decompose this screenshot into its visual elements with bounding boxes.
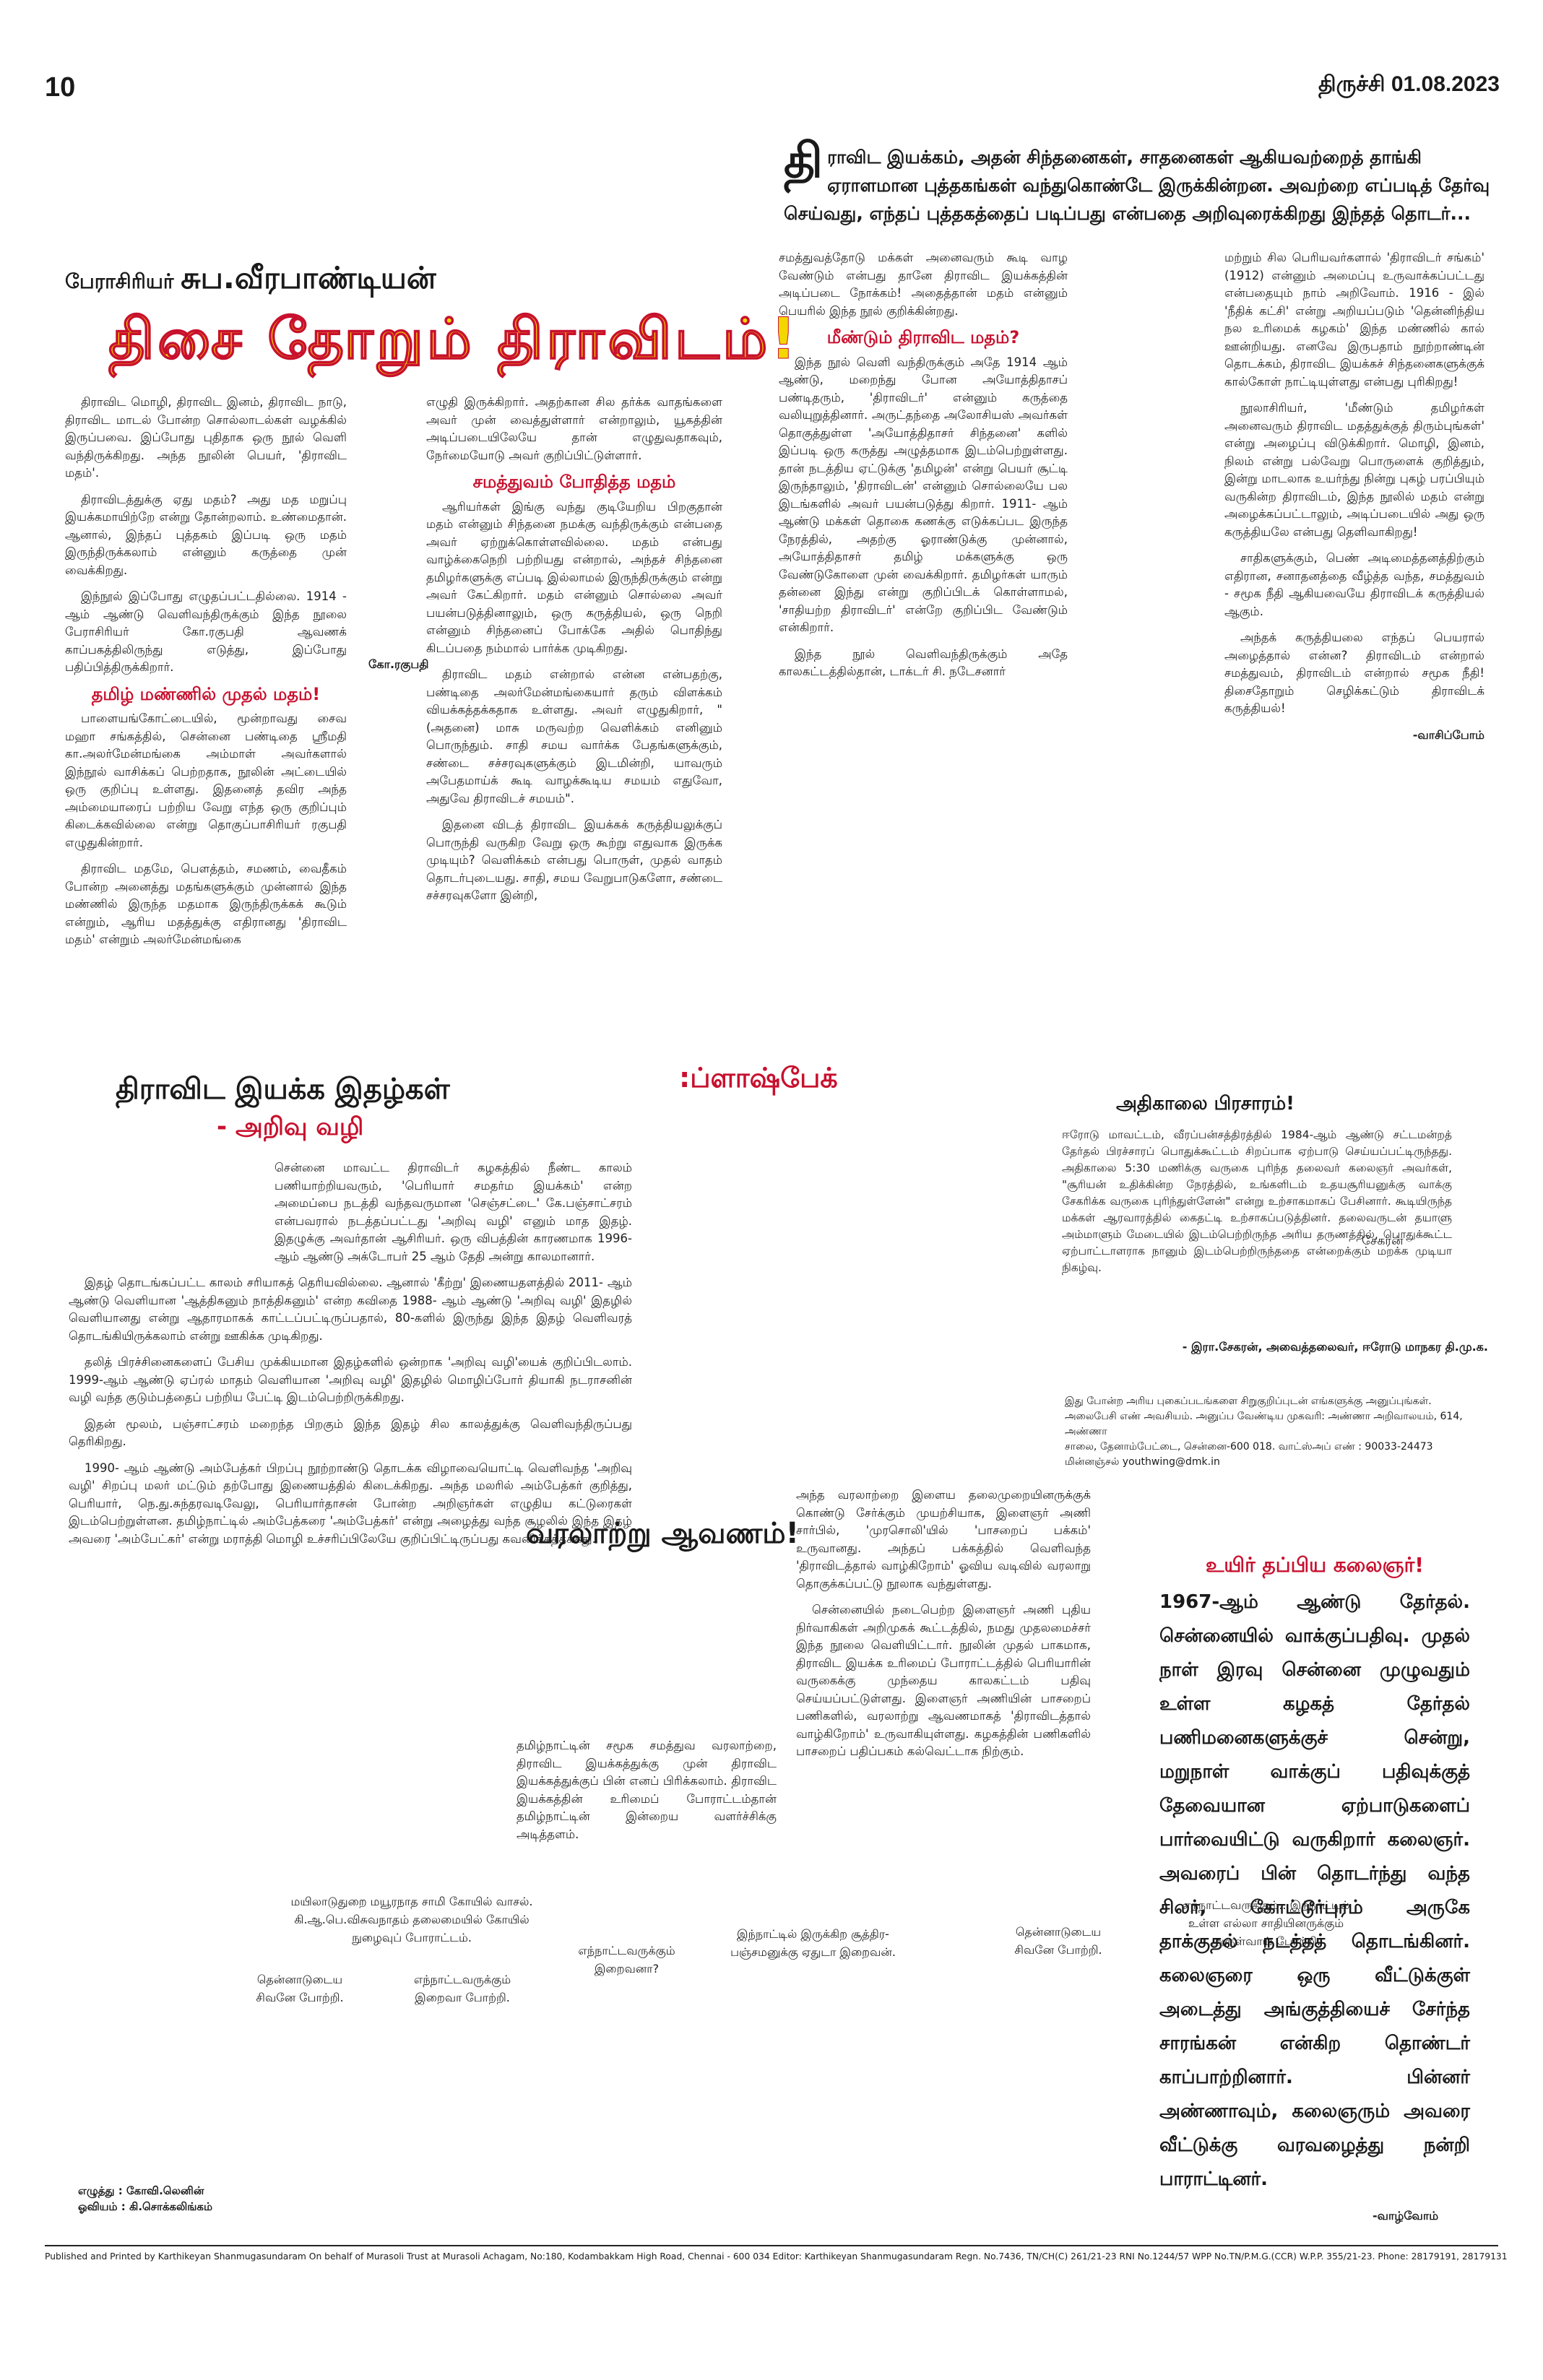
magazine-section-title: திராவிட இயக்க இதழ்கள் [116, 1073, 450, 1106]
paragraph: அந்தக் கருத்தியலை எந்தப் பெயரால் அழைத்தா… [1224, 631, 1484, 715]
paragraph: 1990- ஆம் ஆண்டு அம்பேத்கர் பிறப்பு நூற்ற… [69, 1461, 632, 1546]
comic-speech: தென்னாடுடைய சிவனே போற்றி. [256, 1973, 344, 2004]
byline-prefix: பேராசிரியர் [65, 269, 181, 293]
subheading: தமிழ் மண்ணில் முதல் மதம்! [91, 683, 321, 704]
comic-speech: தென்னாடுடைய சிவனே போற்றி. [1014, 1925, 1102, 1957]
escape-story-title: உயிர் தப்பிய கலைஞர்! [1205, 1553, 1424, 1577]
paragraph: இதன் மூலம், பஞ்சாட்சரம் மறைந்த பிறகும் இ… [69, 1416, 632, 1449]
notice-line: இது போன்ற அரிய புகைப்படங்களை சிறுகுறிப்ப… [1065, 1395, 1432, 1407]
notice-line: அலைபேசி எண் அவசியம். அனுப்ப வேண்டிய முகவ… [1065, 1411, 1463, 1437]
paragraph: இந்த நூல் வெளி வந்திருக்கும் அதே 1914 ஆம… [779, 355, 1068, 635]
article-signoff: -வாசிப்போம் [1412, 727, 1484, 742]
paragraph: நூலாசிரியர், 'மீண்டும் தமிழர்கள் அனைவரும… [1224, 401, 1484, 539]
magazine-article: சென்னை மாவட்ட திராவிடர் கழகத்தில் நீண்ட … [69, 1159, 632, 1557]
paragraph: சென்னையில் நடைபெற்ற இளைஞர் அணி புதிய நிர… [796, 1603, 1091, 1758]
morning-campaign-signoff: - இரா.சேகரன், அவைத்தலைவர், ஈரோடு மாநகர த… [1182, 1340, 1488, 1354]
paragraph: இந்நூல் இப்போது எழுதப்பட்டதில்லை. 1914 -… [65, 589, 347, 674]
artist-credit: ஓவியம் : கி.சொக்கலிங்கம் [78, 2200, 213, 2213]
paragraph: திராவிட மொழி, திராவிட இனம், திராவிட நாடு… [65, 395, 347, 480]
paragraph: மற்றும் சில பெரியவர்களால் 'திராவிடர் சங்… [1224, 251, 1484, 389]
comic-speech: எந்நாட்டவருக்கும்.. இந்நாட்டில் உள்ள எல்… [1182, 1898, 1350, 1948]
history-left-text: தமிழ்நாட்டின் சமூக சமத்துவ வரலாற்றை, திர… [517, 1739, 777, 1841]
feature-column-3: சமத்துவத்தோடு மக்கள் அனைவரும் கூடி வாழ வ… [779, 249, 1068, 690]
notice-line: சாலை, தேனாம்பேட்டை, சென்னை-600 018. வாட்… [1065, 1441, 1433, 1453]
feature-column-2: எழுதி இருக்கிறார். அதற்கான சில தர்க்க வா… [426, 394, 722, 914]
writer-credit: எழுத்து : கோவி.லெனின் [78, 2184, 204, 2197]
feature-column-4: மற்றும் சில பெரியவர்களால் 'திராவிடர் சங்… [1224, 249, 1484, 744]
comic-signoff: -வாழ்வோம் [1373, 2209, 1439, 2223]
paragraph: இந்த நூல் வெளிவந்திருக்கும் அதே காலகட்டத… [779, 646, 1068, 679]
history-right-text: அந்த வரலாற்றை இளைய தலைமுறையினருக்குக் கொ… [796, 1487, 1091, 1770]
escape-story-body: 1967-ஆம் ஆண்டு தேர்தல். சென்னையில் வாக்க… [1159, 1591, 1470, 2190]
photo-caption: கோ.ரகுபதி [368, 657, 429, 671]
paragraph: சென்னை மாவட்ட திராவிடர் கழகத்தில் நீண்ட … [275, 1161, 632, 1263]
comic-credits: எழுத்து : கோவி.லெனின் ஓவியம் : கி.சொக்கல… [78, 2183, 212, 2215]
paragraph: திராவிட மதம் என்றால் என்ன என்பதற்கு, பண்… [426, 667, 722, 805]
paragraph: எழுதி இருக்கிறார். அதற்கான சில தர்க்க வா… [426, 395, 722, 462]
paragraph: இதழ் தொடங்கப்பட்ட காலம் சரியாகத் தெரியவி… [69, 1276, 632, 1343]
intro-text: ராவிட இயக்கம், அதன் சிந்தனைகள், சாதனைகள்… [784, 147, 1490, 224]
article-title: திசை தோறும் திராவிடம்! [108, 307, 800, 373]
paragraph: தலித் பிரச்சினைகளைப் பேசிய முக்கியமான இத… [69, 1355, 632, 1404]
intro-drop-letter: தி [784, 133, 824, 189]
morning-campaign-body: ஈரோடு மாவட்டம், வீரப்பன்சத்திரத்தில் 198… [1062, 1128, 1452, 1274]
magazine-section-subtitle: - அறிவு வழி [217, 1112, 364, 1141]
series-intro: திராவிட இயக்கம், அதன் சிந்தனைகள், சாதனைக… [784, 133, 1499, 228]
article-byline: பேராசிரியர் சுப.வீரபாண்டியன் [65, 260, 436, 300]
comic-caption: மயிலாடுதுறை மயூரநாத சாமி கோயில் வாசல். க… [290, 1895, 533, 1944]
subheading: மீண்டும் திராவிட மதம்? [826, 327, 1020, 347]
page-number: 10 [45, 72, 76, 103]
paragraph: ஆரியர்கள் இங்கு வந்து குடியேறிய பிறகுதான… [426, 499, 722, 655]
comic-speech: எந்நாட்டவருக்கும் இறைவா போற்றி. [413, 1973, 511, 2004]
morning-campaign-title: அதிகாலை பிரசாரம்! [1116, 1093, 1295, 1115]
paragraph: அந்த வரலாற்றை இளைய தலைமுறையினருக்குக் கொ… [796, 1488, 1091, 1591]
photo-submission-notice: இது போன்ற அரிய புகைப்படங்களை சிறுகுறிப்ப… [1065, 1394, 1484, 1470]
byline-name: சுப.வீரபாண்டியன் [181, 260, 436, 295]
subheading: சமத்துவம் போதித்த மதம் [472, 472, 676, 492]
flashback-heading: :ப்ளாஷ்பேக் [679, 1062, 838, 1094]
paragraph: திராவிடத்துக்கு ஏது மதம்? அது மத மறுப்பு… [65, 492, 347, 577]
edition-date: திருச்சி 01.08.2023 [1318, 72, 1500, 96]
paragraph: பாளையங்கோட்டையில், மூன்றாவது சைவ மஹா சங்… [65, 711, 347, 849]
footer-divider [45, 2245, 1498, 2246]
history-section-title: வரலாற்று ஆவணம்! [526, 1517, 799, 1550]
publisher-imprint: Published and Printed by Karthikeyan Sha… [45, 2251, 1508, 2262]
photo-caption: சேகரன் [1362, 1234, 1404, 1248]
notice-line: மின்னஞ்சல் youthwing@dmk.in [1065, 1456, 1220, 1468]
paragraph: திராவிட மதமே, பௌத்தம், சமணம், வைதீகம் போ… [65, 862, 347, 946]
comic-speech: எந்நாட்டவருக்கும் இறைவனா? [578, 1944, 675, 1976]
paragraph: சமத்துவத்தோடு மக்கள் அனைவரும் கூடி வாழ வ… [779, 251, 1068, 318]
paragraph: சாதிகளுக்கும், பெண் அடிமைத்தனத்திற்கும் … [1224, 551, 1484, 618]
comic-speech: இந்நாட்டில் இருக்கிற சூத்திர-பஞ்சமனுக்கு… [730, 1927, 896, 1959]
feature-column-1: திராவிட மொழி, திராவிட இனம், திராவிட நாடு… [65, 394, 347, 958]
paragraph: இதனை விடத் திராவிட இயக்கக் கருத்தியலுக்க… [426, 818, 722, 902]
